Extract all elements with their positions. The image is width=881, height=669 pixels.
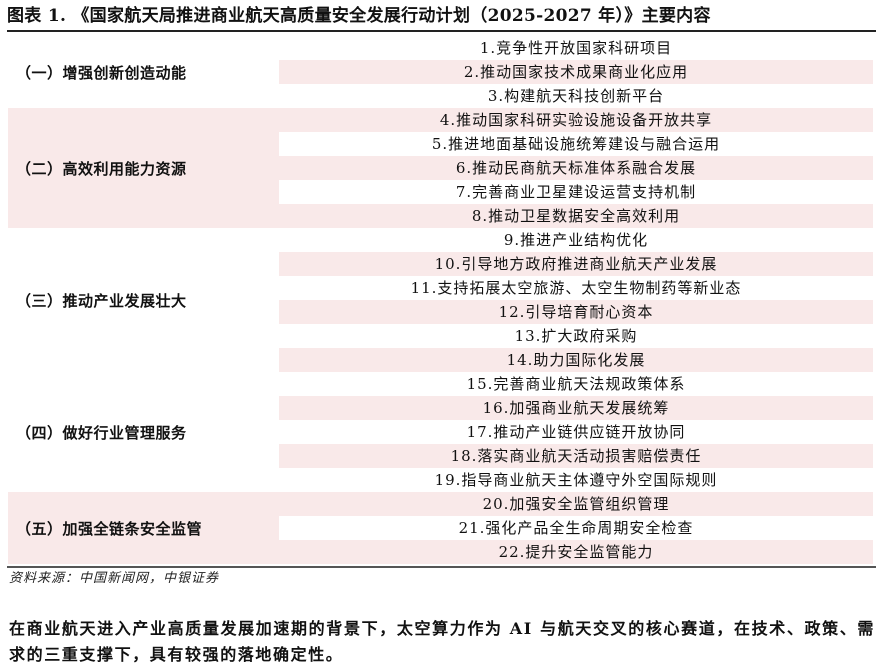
table-row: 14.助力国际化发展 [279, 348, 873, 372]
table-row: 1.竞争性开放国家科研项目 [479, 39, 673, 57]
table-row: 9.推进产业结构优化 [503, 231, 649, 249]
table-row: 4.推动国家科研实验设施设备开放共享 [279, 108, 873, 132]
table-row: 17.推动产业链供应链开放协同 [466, 423, 686, 441]
table-row: 18.落实商业航天活动损害赔偿责任 [279, 444, 873, 468]
table-row: 19.指导商业航天主体遵守外空国际规则 [434, 471, 718, 489]
section-1: （一）增强创新创造动能 1.竞争性开放国家科研项目 2.推动国家技术成果商业化应… [8, 36, 874, 108]
table-row: 20.加强安全监管组织管理 [279, 492, 873, 516]
table-row: 3.构建航天科技创新平台 [487, 87, 665, 105]
table-row: 7.完善商业卫星建设运营支持机制 [455, 183, 697, 201]
section-2: （二）高效利用能力资源 4.推动国家科研实验设施设备开放共享 5.推进地面基础设… [8, 108, 874, 228]
table-row: 8.推动卫星数据安全高效利用 [279, 204, 873, 228]
table-row: 11.支持拓展太空旅游、太空生物制药等新业态 [410, 279, 742, 297]
section-5: （五）加强全链条安全监管 20.加强安全监管组织管理 21.强化产品全生命周期安… [8, 492, 874, 564]
table-row: 6.推动民商航天标准体系融合发展 [279, 156, 873, 180]
table-top-rule [7, 30, 876, 32]
table-row: 10.引导地方政府推进商业航天产业发展 [279, 252, 873, 276]
section-label: （三）推动产业发展壮大 [16, 291, 187, 310]
table-bottom-rule [7, 566, 876, 568]
section-label: （二）高效利用能力资源 [8, 108, 279, 228]
section-label: （一）增强创新创造动能 [16, 63, 187, 82]
source-note: 资料来源：中国新闻网，中银证券 [9, 571, 220, 586]
section-label: （四）做好行业管理服务 [16, 423, 187, 442]
table-row: 12.引导培育耐心资本 [279, 300, 873, 324]
section-3: （三）推动产业发展壮大 9.推进产业结构优化 10.引导地方政府推进商业航天产业… [8, 228, 874, 372]
table-row: 21.强化产品全生命周期安全检查 [458, 519, 694, 537]
section-4: （四）做好行业管理服务 15.完善商业航天法规政策体系 16.加强商业航天发展统… [8, 372, 874, 492]
table-row: 22.提升安全监管能力 [279, 540, 873, 564]
table-row: 5.推进地面基础设施统筹建设与融合运用 [431, 135, 721, 153]
figure-title: 图表 1. 《国家航天局推进商业航天高质量安全发展行动计划（2025-2027 … [7, 6, 711, 26]
section-label: （五）加强全链条安全监管 [8, 492, 279, 564]
table-row: 15.完善商业航天法规政策体系 [466, 375, 686, 393]
body-paragraph: 在商业航天进入产业高质量发展加速期的背景下，太空算力作为 AI 与航天交叉的核心… [9, 619, 875, 664]
table-row: 16.加强商业航天发展统筹 [279, 396, 873, 420]
table-row: 2.推动国家技术成果商业化应用 [279, 60, 873, 84]
table-row: 13.扩大政府采购 [514, 327, 638, 345]
